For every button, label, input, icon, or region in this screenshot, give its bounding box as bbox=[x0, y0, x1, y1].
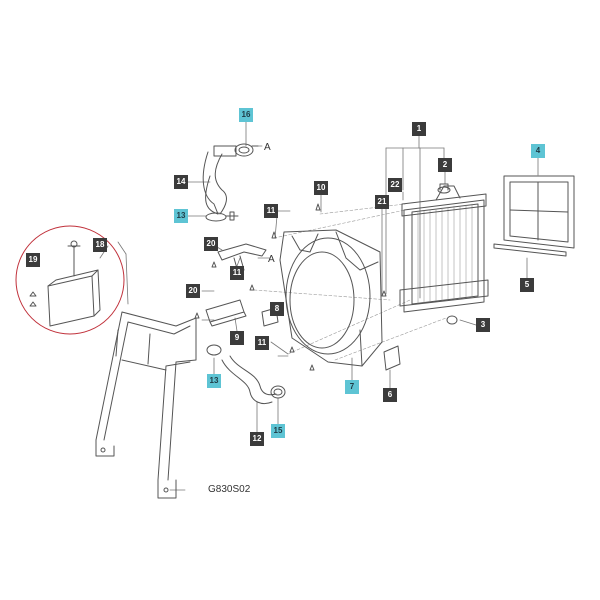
upper-hose bbox=[202, 145, 237, 215]
assembly-guides bbox=[253, 203, 447, 361]
callout-10[interactable]: 10 bbox=[314, 181, 328, 195]
lower-hose bbox=[206, 344, 277, 405]
callout-20-upper[interactable]: 20 bbox=[204, 237, 218, 251]
radiator-cap bbox=[437, 183, 451, 194]
radiator-screen bbox=[503, 175, 575, 249]
callout-13-upper[interactable]: 13 bbox=[174, 209, 188, 223]
callout-7[interactable]: 7 bbox=[345, 380, 359, 394]
callout-13-lower[interactable]: 13 bbox=[207, 374, 221, 388]
expansion-tank bbox=[29, 240, 101, 327]
callout-12[interactable]: 12 bbox=[250, 432, 264, 446]
callout-15[interactable]: 15 bbox=[271, 424, 285, 438]
radiator bbox=[399, 185, 489, 313]
callout-4[interactable]: 4 bbox=[531, 144, 545, 158]
fan-shroud bbox=[279, 229, 383, 367]
callout-5[interactable]: 5 bbox=[520, 278, 534, 292]
callout-11-middle[interactable]: 11 bbox=[230, 266, 244, 280]
hose-clamp-16 bbox=[234, 143, 259, 157]
support-bracket-9 bbox=[205, 299, 247, 327]
detail-circle bbox=[15, 225, 125, 335]
hose-clamp-13-upper bbox=[205, 211, 239, 222]
callout-16[interactable]: 16 bbox=[239, 108, 253, 122]
callout-6[interactable]: 6 bbox=[383, 388, 397, 402]
callout-18[interactable]: 18 bbox=[93, 238, 107, 252]
callout-14[interactable]: 14 bbox=[174, 175, 188, 189]
callout-11-upper[interactable]: 11 bbox=[264, 204, 278, 218]
figure-code: G830S02 bbox=[208, 484, 251, 495]
bolts bbox=[194, 203, 387, 371]
callout-20-lower[interactable]: 20 bbox=[186, 284, 200, 298]
drain-plug bbox=[446, 315, 458, 325]
hose-clamp-15 bbox=[270, 385, 286, 399]
callout-3[interactable]: 3 bbox=[476, 318, 490, 332]
callout-2[interactable]: 2 bbox=[438, 158, 452, 172]
mounting-frame bbox=[95, 311, 197, 499]
foam-pad-6 bbox=[383, 345, 401, 371]
callout-21[interactable]: 21 bbox=[375, 195, 389, 209]
seal-strip bbox=[493, 243, 567, 257]
callout-1[interactable]: 1 bbox=[412, 122, 426, 136]
callout-11-lower[interactable]: 11 bbox=[255, 336, 269, 350]
reference-mark-upper: A bbox=[264, 142, 271, 153]
leader-lines bbox=[99, 121, 539, 491]
callout-9[interactable]: 9 bbox=[230, 331, 244, 345]
reference-mark-lower: A bbox=[268, 254, 275, 265]
callout-8[interactable]: 8 bbox=[270, 302, 284, 316]
callout-22[interactable]: 22 bbox=[388, 178, 402, 192]
callout-19[interactable]: 19 bbox=[26, 253, 40, 267]
